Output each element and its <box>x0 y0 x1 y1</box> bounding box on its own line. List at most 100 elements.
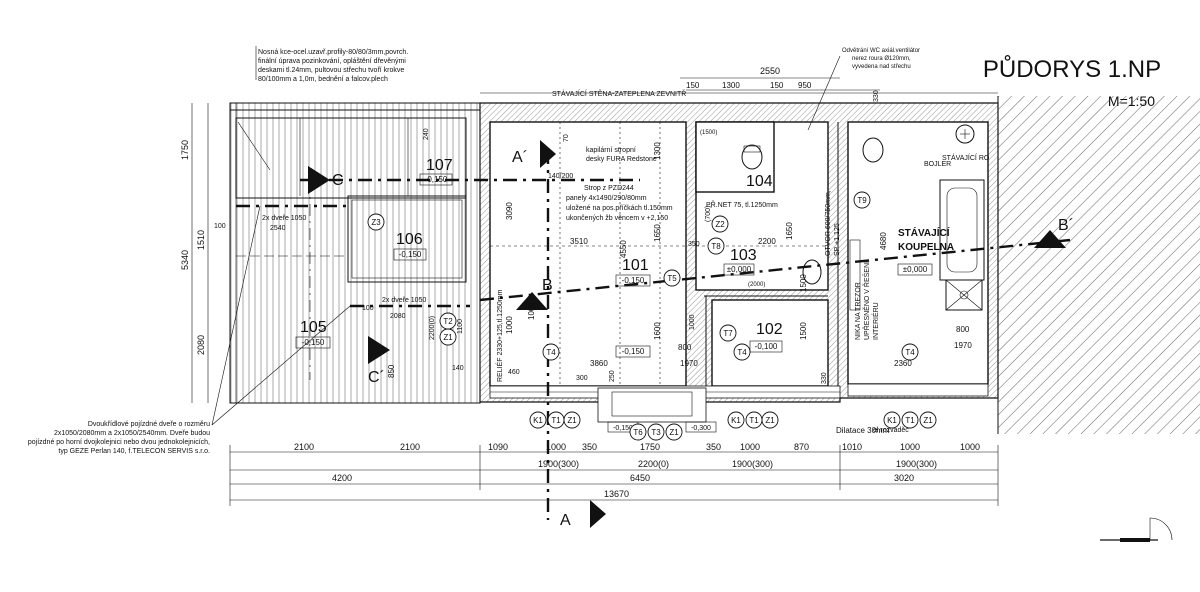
svg-text:1970: 1970 <box>954 341 972 350</box>
section-label-c2: C´ <box>368 369 385 386</box>
note-niche: NIKA NA TREZOR UPŘESNĚNO V ŘEŠENÍ INTERI… <box>855 261 880 340</box>
tag-t1: T1 <box>745 411 763 429</box>
svg-text:3020: 3020 <box>894 473 914 483</box>
svg-text:Z1: Z1 <box>567 416 577 425</box>
svg-text:K1: K1 <box>731 416 741 425</box>
room-107-outline <box>235 117 467 199</box>
svg-text:Z1: Z1 <box>923 416 933 425</box>
svg-text:1300: 1300 <box>722 81 740 90</box>
svg-text:KOUPELNA: KOUPELNA <box>898 242 954 253</box>
tag-z1: Z1 <box>761 411 779 429</box>
svg-text:-0,100: -0,100 <box>755 342 778 351</box>
svg-text:2360: 2360 <box>894 359 912 368</box>
svg-text:T5: T5 <box>667 274 677 283</box>
svg-text:-0,150: -0,150 <box>425 175 448 184</box>
tag-t3: T3 <box>647 423 665 441</box>
svg-text:(700): (700) <box>705 206 712 222</box>
svg-text:2200(0): 2200(0) <box>429 316 436 340</box>
svg-text:140/200: 140/200 <box>548 173 573 180</box>
svg-text:T3: T3 <box>651 428 661 437</box>
svg-text:950: 950 <box>798 81 812 90</box>
room-102-label: 102 -0,100 <box>749 321 783 353</box>
section-b2-arrow <box>1034 230 1066 248</box>
svg-text:UPŘESNĚNO V ŘEŠENÍ: UPŘESNĚNO V ŘEŠENÍ <box>862 261 871 340</box>
svg-text:T9: T9 <box>857 196 867 205</box>
svg-text:-0,150: -0,150 <box>622 276 645 285</box>
svg-text:140: 140 <box>452 365 464 372</box>
wc-toilet <box>741 144 763 170</box>
svg-text:Strop z PZD244: Strop z PZD244 <box>584 185 634 192</box>
entrance-step <box>597 387 707 423</box>
svg-text:1010: 1010 <box>842 442 862 452</box>
svg-text:103: 103 <box>730 247 757 264</box>
svg-text:104: 104 <box>746 173 773 190</box>
section-b-arrow <box>516 292 548 310</box>
svg-text:1650: 1650 <box>785 222 794 240</box>
svg-text:1000: 1000 <box>960 442 980 452</box>
svg-text:panely 4x1490/290/80mm: panely 4x1490/290/80mm <box>566 195 647 202</box>
note-slab: Strop z PZD244 panely 4x1490/290/80mm ul… <box>566 185 673 222</box>
note-existing-wall: STÁVAJÍCÍ STĚNA-ZATEPLENA ZEVNITŘ <box>552 89 686 98</box>
svg-text:ukončených žb věncem v +2,150: ukončených žb věncem v +2,150 <box>566 215 668 222</box>
tag-k1: K1 <box>727 411 745 429</box>
safe-niche <box>849 239 861 311</box>
svg-text:150: 150 <box>770 81 784 90</box>
svg-text:Z1: Z1 <box>765 416 775 425</box>
room-103-label: 103 ±0,000 <box>723 247 757 276</box>
svg-text:350: 350 <box>582 442 597 452</box>
tag-z1: Z1 <box>665 423 683 441</box>
svg-text:2200: 2200 <box>758 237 776 246</box>
note-existing-ro: STÁVAJÍCÍ RO <box>942 153 990 162</box>
svg-text:T1: T1 <box>905 416 915 425</box>
note-ceiling-1: kapilární stropní <box>586 147 636 154</box>
note-boiler: BOJLER <box>924 161 951 168</box>
svg-text:pojízdné po horní dvojkolejnic: pojízdné po horní dvojkolejnici nebo dvo… <box>28 439 210 446</box>
section-label-a: A <box>560 512 571 529</box>
svg-text:2080: 2080 <box>196 335 206 355</box>
tag-k1: K1 <box>883 411 901 429</box>
svg-text:2540: 2540 <box>270 225 286 232</box>
room-104-label: 104 <box>746 173 773 190</box>
svg-text:K1: K1 <box>887 416 897 425</box>
tag-z3: Z3 <box>367 213 385 231</box>
svg-text:250: 250 <box>609 370 616 382</box>
tag-t7: T7 <box>719 324 737 342</box>
svg-text:6450: 6450 <box>630 473 650 483</box>
svg-text:(2000): (2000) <box>748 282 765 288</box>
svg-text:2100: 2100 <box>294 442 314 452</box>
section-label-b: B <box>542 277 553 294</box>
washbasin <box>802 259 822 285</box>
section-label-a2: A´ <box>512 149 528 166</box>
svg-text:100: 100 <box>362 305 374 312</box>
svg-text:240: 240 <box>423 128 430 140</box>
svg-text:4200: 4200 <box>332 473 352 483</box>
note-relief: RELIÉF 2330+125,tl.1250mm <box>495 289 504 382</box>
svg-text:1000: 1000 <box>505 316 514 334</box>
svg-text:Odvětrání WC axiál.ventilátor: Odvětrání WC axiál.ventilátor <box>842 48 920 54</box>
svg-text:106: 106 <box>396 231 423 248</box>
svg-text:INTERIÉRU: INTERIÉRU <box>871 302 880 340</box>
svg-text:870: 870 <box>794 442 809 452</box>
section-c-arrow <box>308 166 330 194</box>
boiler-icon <box>955 124 975 144</box>
svg-text:800: 800 <box>678 343 692 352</box>
svg-text:T2: T2 <box>443 317 453 326</box>
note-door-2: 2x dveře 1050 <box>382 297 426 304</box>
svg-text:T6: T6 <box>633 428 643 437</box>
existing-building-hatch <box>998 96 1200 434</box>
top-dimensions: 2550 150 1300 150 950 330 <box>480 66 998 102</box>
svg-text:uložené na pos.příčkách tl.150: uložené na pos.příčkách tl.150mm <box>566 205 673 212</box>
tag-t1: T1 <box>547 411 565 429</box>
tag-t4: T4 <box>733 343 751 361</box>
svg-text:300: 300 <box>576 375 588 382</box>
svg-text:3510: 3510 <box>570 237 588 246</box>
note-opening: OTVOR 600/750mm, SP +1,125 <box>825 190 841 256</box>
svg-text:1000: 1000 <box>900 442 920 452</box>
section-a2-arrow <box>540 140 556 168</box>
svg-text:460: 460 <box>508 369 520 376</box>
svg-text:-0,150: -0,150 <box>302 338 325 347</box>
svg-text:800: 800 <box>956 325 970 334</box>
tag-t5: T5 <box>663 269 681 287</box>
north-symbol <box>1100 517 1173 542</box>
